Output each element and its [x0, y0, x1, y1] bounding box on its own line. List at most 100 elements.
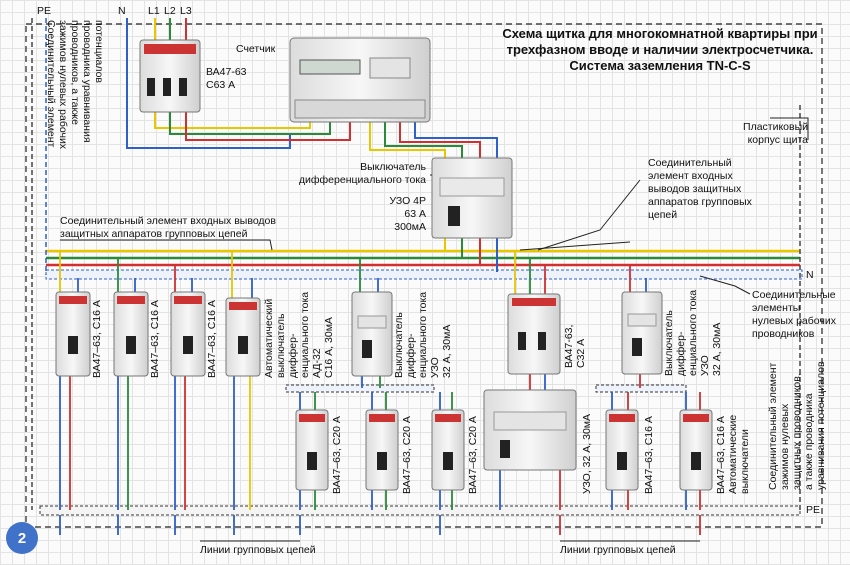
svg-text:Выключатель: Выключатель — [663, 310, 675, 376]
l1-label: L1 — [148, 5, 160, 17]
neutral-conn-label-4: проводников — [752, 328, 815, 340]
conn-right-label-4: аппаратов групповых — [648, 196, 753, 208]
lines-left-label: Линии групповых цепей — [200, 544, 316, 556]
breaker-device-5 — [365, 409, 399, 491]
difavt-label: Автоматический выключатель диффер- енциа… — [263, 292, 335, 378]
svg-text:ВА47–63, С20 А: ВА47–63, С20 А — [401, 416, 413, 494]
pe-bottom-label: PE — [806, 504, 820, 516]
conn-left-label-1: Соединительный элемент входных выводов — [60, 215, 276, 227]
pe-bar-bottom — [39, 505, 801, 516]
svg-text:проводника уравнивания: проводника уравнивания — [81, 20, 93, 143]
rcd-main-label-5: 300мА — [394, 221, 426, 233]
neutral-conn-label-3: нулевых рабочих — [752, 315, 837, 327]
breaker-c32-device — [507, 293, 561, 375]
housing-label-1: Пластиковый — [743, 121, 808, 133]
breaker-label-2: ВА47–63, С16 А — [149, 300, 161, 378]
right-vertical-annotation: Соединительный элемент зажимов нулевых з… — [767, 361, 827, 490]
rcd-main-label-2: дифференциального тока — [299, 174, 426, 186]
l2-label: L2 — [164, 5, 176, 17]
rcd-main-label-4: 63 А — [404, 208, 426, 220]
rcd-device-4 — [483, 389, 577, 471]
n-right-label: N — [806, 269, 814, 281]
lines-right-label: Линии групповых цепей — [560, 544, 676, 556]
breaker-device-2 — [113, 291, 149, 377]
l3-label: L3 — [180, 5, 192, 17]
svg-text:уравнивания потенциалов: уравнивания потенциалов — [815, 361, 827, 490]
breaker-label-4: ВА47–63, С20 А — [331, 416, 343, 494]
breaker-label-3: ВА47–63, С16 А — [206, 300, 218, 378]
neutral-bar-top — [45, 269, 803, 280]
conn-right-label-5: цепей — [648, 209, 677, 221]
svg-text:защитных проводников,: защитных проводников, — [791, 373, 803, 490]
breaker-device-6 — [431, 409, 465, 491]
svg-text:выключатели: выключатели — [739, 429, 751, 494]
branch-wires — [59, 251, 701, 535]
left-vertical-annotation: Соединительный элемент зажимов нулевых р… — [45, 20, 105, 150]
breaker-label-5: ВА47–63, С20 А — [401, 416, 413, 494]
svg-text:С32 А: С32 А — [575, 339, 587, 368]
neutral-bar-sub-left — [285, 384, 435, 393]
svg-text:ВА47–63, С16 А: ВА47–63, С16 А — [643, 416, 655, 494]
rcd-device-3 — [621, 291, 663, 375]
breaker-device-1 — [55, 291, 91, 377]
svg-text:проводников, а также: проводников, а также — [69, 20, 81, 125]
breaker-c32-label: ВА47-63, С32 А — [563, 325, 587, 368]
neutral-bar-sub-right — [595, 384, 687, 393]
svg-text:зажимов нулевых: зажимов нулевых — [779, 403, 791, 490]
breaker-device-3 — [170, 291, 206, 377]
n-top-label: N — [118, 5, 126, 17]
breaker-device-7 — [605, 409, 639, 491]
main-breaker-va47-63 — [139, 39, 201, 113]
title-line-2: трехфазном вводе и наличии электросчетчи… — [507, 42, 814, 57]
conn-right-label-3: выводов защитных — [648, 183, 742, 195]
svg-text:УЗО: УЗО — [699, 355, 711, 376]
svg-text:Автоматические: Автоматические — [727, 415, 739, 494]
breaker-label-8: ВА47–63, С16 А — [715, 416, 727, 494]
svg-text:диффер-: диффер- — [405, 333, 417, 378]
housing-label-2: корпус щита — [748, 134, 809, 146]
main-rcd-4p — [431, 157, 513, 239]
svg-text:ВА47–63, С20 А: ВА47–63, С20 А — [467, 416, 479, 494]
svg-text:УЗО, 32 А, 30мА: УЗО, 32 А, 30мА — [581, 414, 593, 494]
difavt-device — [225, 297, 261, 377]
title-line-3: Система заземления TN-C-S — [569, 58, 751, 73]
rcd-main-label-3: УЗО 4Р — [389, 195, 426, 207]
svg-text:Соединительный элемент: Соединительный элемент — [45, 20, 57, 148]
svg-text:ВА47–63, С20 А: ВА47–63, С20 А — [331, 416, 343, 494]
rcd-main-label-1: Выключатель — [360, 161, 426, 173]
svg-text:диффер-: диффер- — [675, 331, 687, 376]
svg-text:выключатель: выключатель — [275, 313, 287, 378]
conn-left-label-2: защитных аппаратов групповых цепей — [60, 228, 248, 240]
title-line-1: Схема щитка для многокомнатной квартиры … — [502, 26, 817, 41]
rcd-3-label: Выключатель диффер- енциального тока УЗО… — [663, 290, 723, 376]
svg-text:АД-32: АД-32 — [311, 348, 323, 378]
figure-number-badge — [6, 522, 38, 554]
svg-text:32 А, 30мА: 32 А, 30мА — [711, 323, 723, 376]
rcd-4-label: УЗО, 32 А, 30мА — [581, 414, 593, 494]
breaker-device-4 — [295, 409, 329, 491]
svg-text:енциального тока: енциального тока — [417, 292, 429, 378]
svg-text:ВА47–63, С16 А: ВА47–63, С16 А — [206, 300, 218, 378]
electricity-meter — [289, 37, 431, 123]
pe-top-label: PE — [37, 5, 51, 17]
svg-text:ВА47–63, С16 А: ВА47–63, С16 А — [91, 300, 103, 378]
main-breaker-label-1: ВА47-63 — [206, 66, 247, 78]
svg-text:32 А, 30мА: 32 А, 30мА — [441, 325, 453, 378]
conn-right-label-1: Соединительный — [648, 157, 732, 169]
phase-buses — [46, 249, 800, 267]
svg-text:потенциалов: потенциалов — [93, 20, 105, 83]
conn-right-label-2: элемент входных — [648, 170, 733, 182]
svg-text:зажимов нулевых рабочих: зажимов нулевых рабочих — [57, 20, 69, 150]
svg-text:а также проводника: а также проводника — [803, 393, 815, 490]
svg-text:ВА47-63,: ВА47-63, — [563, 325, 575, 368]
breaker-device-8 — [679, 409, 713, 491]
svg-text:Соединительный элемент: Соединительный элемент — [767, 362, 779, 490]
rcd-device-2 — [351, 291, 393, 377]
neutral-conn-label-1: Соединительные — [752, 289, 836, 301]
neutral-conn-label-2: элементы — [752, 302, 800, 314]
svg-text:Автоматический: Автоматический — [263, 299, 275, 378]
svg-text:УЗО: УЗО — [429, 357, 441, 378]
svg-text:енциального тока: енциального тока — [299, 292, 311, 378]
